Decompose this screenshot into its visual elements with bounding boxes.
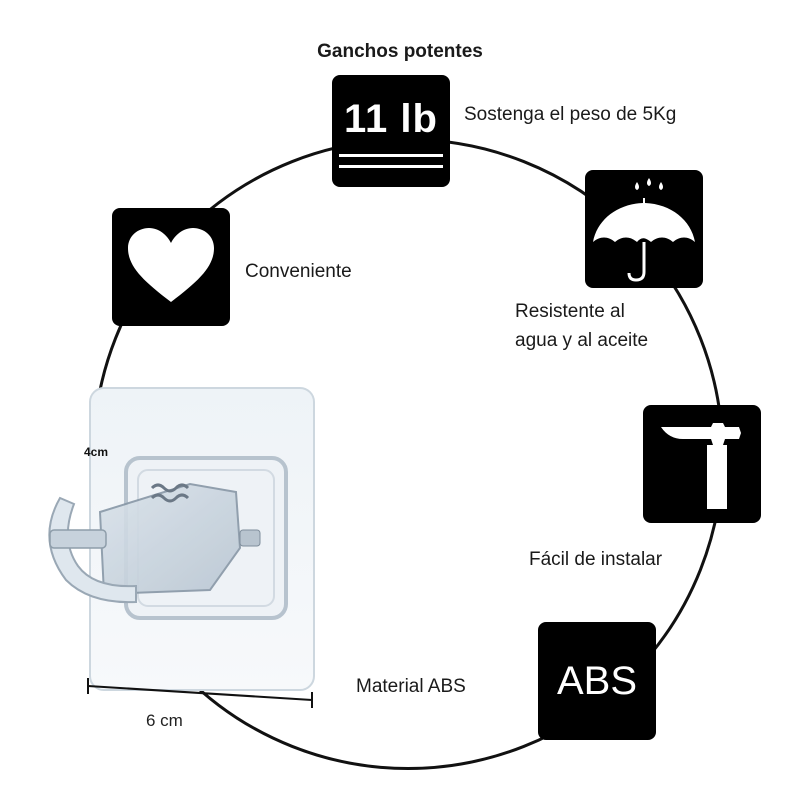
convenient-tile xyxy=(112,208,230,326)
abs-icon: ABS xyxy=(556,658,638,703)
heart-icon xyxy=(128,228,214,302)
install-tile xyxy=(643,405,761,523)
waterproof-label-line1: Resistente al xyxy=(515,301,625,322)
convenient-label: Conveniente xyxy=(245,261,352,282)
install-label: Fácil de instalar xyxy=(529,549,663,570)
page-title: Ganchos potentes xyxy=(317,41,483,62)
weight-11lb-icon: 11 lb xyxy=(344,97,438,141)
product-height-label: 4cm xyxy=(84,445,108,459)
waterproof-label-line2: agua y al aceite xyxy=(515,330,649,351)
waterproof-tile xyxy=(585,170,703,288)
hammer-icon xyxy=(661,423,741,509)
weight-label: Sostenga el peso de 5Kg xyxy=(464,104,677,125)
material-tile: ABS xyxy=(538,622,656,740)
product-width-label: 6 cm xyxy=(146,711,183,730)
material-label: Material ABS xyxy=(356,676,466,697)
umbrella-icon xyxy=(593,178,695,282)
product-hook-image: 4cm 6 cm xyxy=(48,387,315,730)
weight-lines-icon xyxy=(339,154,443,168)
weight-tile: 11 lb xyxy=(332,75,450,187)
